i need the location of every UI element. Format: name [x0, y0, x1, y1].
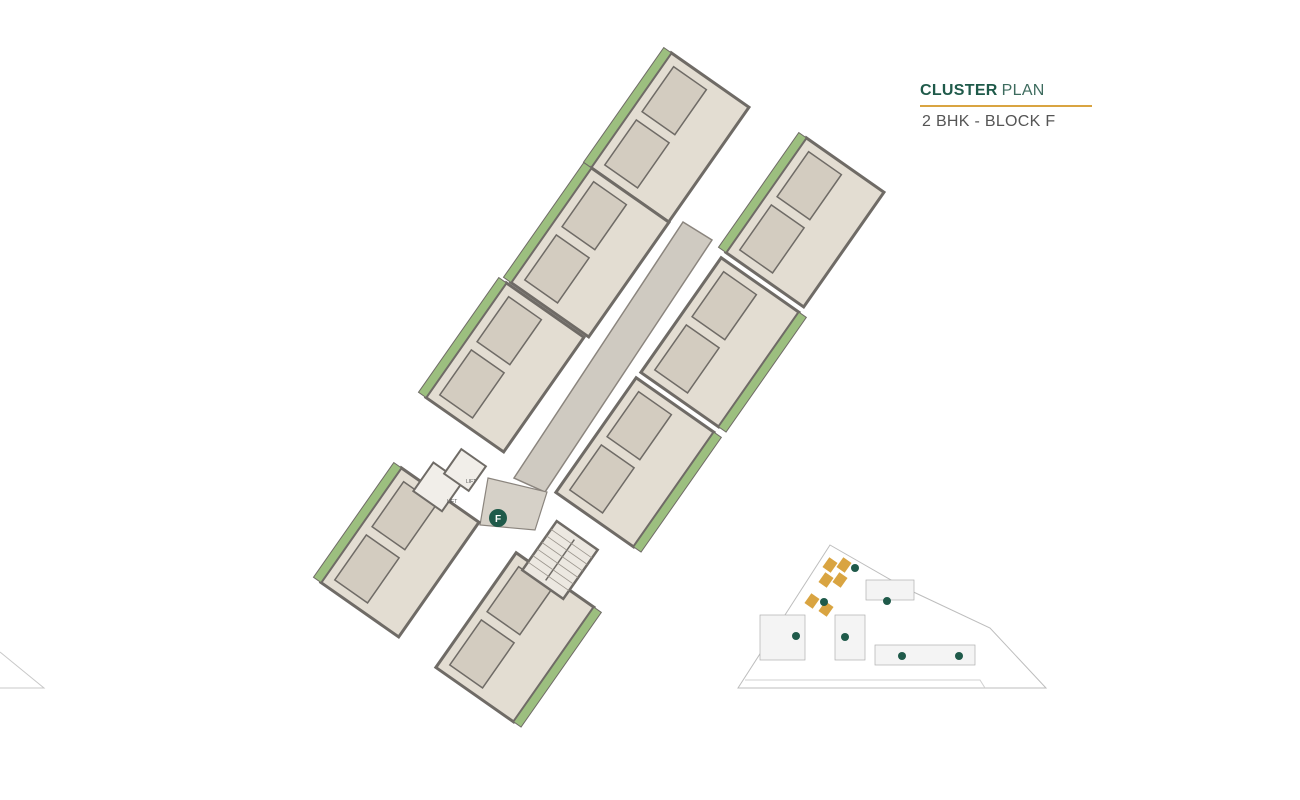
block-f-marker: [489, 509, 507, 527]
marker-block-e: [851, 564, 859, 572]
page-subtitle: 2 BHK - BLOCK F: [922, 113, 1056, 130]
marker-block-f: [820, 598, 828, 606]
unit-wing-mid-left: [417, 276, 587, 455]
unit-wing-upper-left: [502, 161, 672, 340]
block-f-marker-label: F: [495, 514, 501, 525]
partial-adjacent-plan: [0, 651, 46, 689]
staircase: [520, 519, 600, 601]
site-road-edge: [745, 679, 986, 689]
key-plan-markers: [792, 564, 963, 660]
unit-wing-mid-right: [638, 255, 808, 433]
lift-label-1: LIFT: [447, 499, 457, 505]
marker-block-g: [792, 632, 800, 640]
unit-wing-top-right: [717, 131, 887, 310]
marker-block-d: [883, 597, 891, 605]
title-light: PLAN: [1001, 82, 1045, 99]
title-bold: CLUSTER: [920, 82, 998, 99]
unit-wing-lower-right: [553, 375, 723, 553]
lift-label-2: LIFT: [466, 479, 476, 485]
marker-block-b: [898, 652, 906, 660]
other-blocks: [759, 579, 976, 666]
lift-core: LIFT LIFT: [411, 447, 488, 513]
block-f-highlight: [804, 557, 852, 617]
marker-block-c: [841, 633, 849, 641]
title-rule: [920, 105, 1092, 107]
marker-block-a: [955, 652, 963, 660]
